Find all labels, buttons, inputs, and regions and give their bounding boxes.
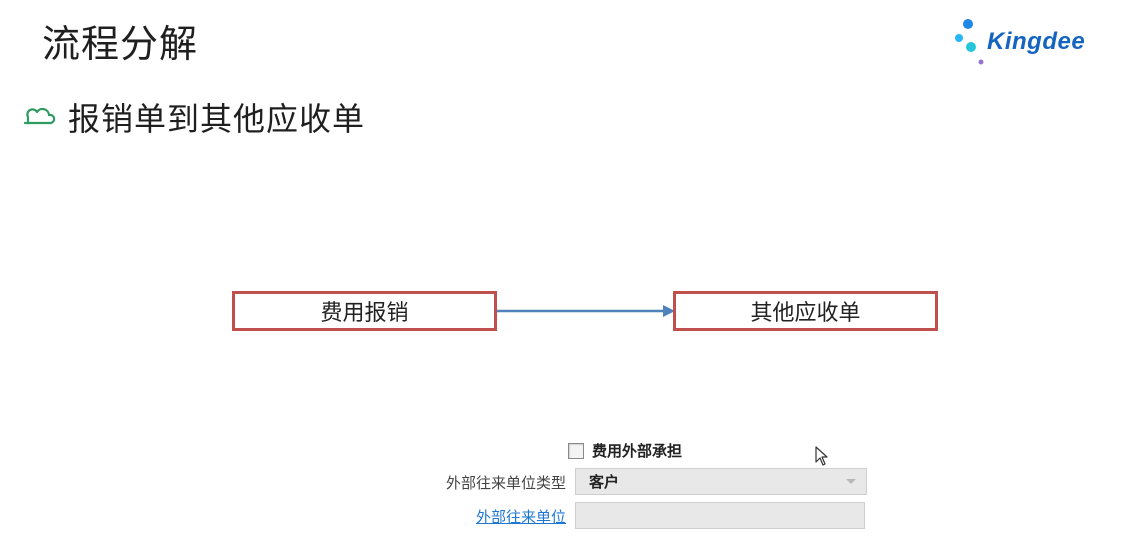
logo-dots-icon <box>955 19 984 65</box>
mouse-cursor-icon <box>815 446 828 466</box>
expense-form: 费用外部承担 外部往来单位类型 客户 外部往来单位 <box>380 436 880 536</box>
unit-input[interactable] <box>575 502 865 529</box>
flow-box-label: 其他应收单 <box>750 301 861 326</box>
section-subtitle: 报销单到其他应收单 <box>68 100 366 138</box>
external-bear-checkbox-row[interactable]: 费用外部承担 <box>568 440 682 461</box>
flow-box-other-receivable: 其他应收单 <box>673 291 938 331</box>
checkbox-label: 费用外部承担 <box>592 442 683 460</box>
flow-arrow-icon <box>497 305 675 317</box>
subtitle-row: 报销单到其他应收单 <box>24 95 365 139</box>
unit-type-value: 客户 <box>589 473 620 491</box>
chevron-down-icon[interactable] <box>846 479 856 484</box>
page-title: 流程分解 <box>42 22 199 66</box>
unit-type-select[interactable]: 客户 <box>575 468 867 495</box>
brand-name: Kingdee <box>987 28 1086 55</box>
unit-link[interactable]: 外部往来单位 <box>475 508 566 526</box>
flow-box-label: 费用报销 <box>320 301 409 326</box>
unit-type-label: 外部往来单位类型 <box>445 474 566 492</box>
cloud-bullet-icon <box>24 107 56 125</box>
kingdee-logo: Kingdee <box>953 18 1103 66</box>
external-bear-checkbox[interactable] <box>568 442 584 459</box>
flow-box-expense-reimbursement: 费用报销 <box>232 291 497 331</box>
